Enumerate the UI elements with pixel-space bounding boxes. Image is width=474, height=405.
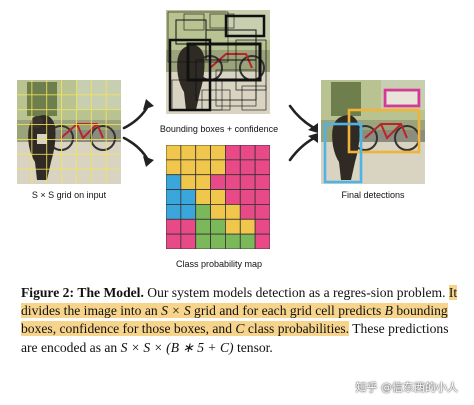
final-detections-panel (321, 80, 425, 184)
class-map-cell (225, 189, 241, 205)
class-map-cell (210, 233, 226, 249)
class-map-cell (225, 233, 241, 249)
class-map-cell (239, 204, 256, 220)
class-map-cell (239, 233, 256, 249)
figure-label: Figure 2: (21, 285, 74, 300)
caption-math-4: S × S × (B ∗ 5 + C) (120, 339, 234, 355)
class-map-cell (210, 189, 226, 205)
class-map-cell (180, 233, 197, 249)
input-caption: S × S grid on input (31, 190, 107, 200)
class-map-cell (210, 218, 226, 235)
flow-arrows (122, 99, 318, 167)
class-map-cell (166, 159, 182, 176)
watermark: 知乎 @信东西的小人 (353, 379, 460, 395)
class-map-cell (225, 204, 241, 220)
arrowhead-2 (143, 156, 154, 167)
class-map-cell (254, 233, 270, 249)
class-map-cell (180, 145, 197, 161)
class-map-cell (225, 145, 241, 161)
class-map-cell (195, 233, 211, 249)
arrow-boxes-to-final (288, 104, 316, 130)
class-map-cell (254, 218, 270, 235)
caption-math-1: S × S (161, 303, 191, 319)
class-map-cell (239, 189, 256, 205)
class-map-cell (195, 189, 211, 205)
boxes-image-panel (166, 10, 270, 114)
final-caption: Final detections (341, 190, 405, 200)
class-map-cell (166, 204, 182, 220)
class-map-cell (225, 218, 241, 235)
class-map-cell (195, 218, 211, 235)
detection-bicycle-box (347, 108, 421, 154)
detection-car-box (383, 88, 421, 108)
figure-caption: Figure 2: The Model. Our system models d… (21, 284, 459, 357)
boxes-image-graphic (166, 10, 270, 114)
class-map-cell (239, 174, 256, 190)
class-map-cell (210, 145, 226, 161)
class-map-cell (254, 145, 270, 161)
arrowhead-1 (143, 99, 154, 110)
class-map-cell (225, 159, 241, 176)
class-map-cell (254, 204, 270, 220)
class-map-cell (210, 174, 226, 190)
final-detections-graphic (321, 80, 425, 184)
input-image-panel (17, 80, 121, 184)
caption-highlight-2: grid and for each grid cell predicts (190, 303, 385, 319)
detection-dog-box (323, 122, 363, 184)
caption-math-2: B (384, 303, 393, 319)
class-map-cell (195, 204, 211, 220)
class-map-cell (225, 174, 241, 190)
class-map-cell (180, 204, 197, 220)
figure-title: The Model. (77, 285, 144, 300)
class-map-cell (166, 189, 182, 205)
caption-text-2: These predictions are encoded as an (21, 321, 449, 355)
class-map-cell (180, 159, 197, 176)
class-map-cell (239, 218, 256, 235)
class-map-cell (180, 218, 197, 235)
class-map-cell (254, 174, 270, 190)
boxes-caption: Bounding boxes + confidence (159, 124, 279, 134)
class-map-panel (166, 145, 270, 249)
arrowhead-3 (308, 123, 318, 133)
class-map-cell (254, 189, 270, 205)
caption-text-3: tensor. (233, 339, 273, 355)
class-map-cell (239, 159, 256, 176)
caption-text-1: Our system models detection as a regres-… (143, 285, 449, 300)
class-map-cell (180, 189, 197, 205)
class-map-cell (195, 145, 211, 161)
class-probability-grid (166, 145, 270, 249)
class-map-cell (195, 174, 211, 190)
class-map-cell (254, 159, 270, 176)
class-map-cell (180, 174, 197, 190)
class-map-cell (210, 204, 226, 220)
class-map-cell (166, 174, 182, 190)
caption-highlight-4: class probabilities. (244, 321, 350, 337)
input-image-graphic (17, 80, 121, 184)
class-map-cell (166, 145, 182, 161)
class-map-cell (239, 145, 256, 161)
class-map-cell (166, 233, 182, 249)
arrow-classmap-to-final (288, 136, 316, 162)
class-map-cell (195, 159, 211, 176)
caption-math-3: C (235, 321, 245, 337)
class-map-cell (166, 218, 182, 235)
arrowhead-4 (308, 133, 318, 143)
class-map-cell (210, 159, 226, 176)
class-map-caption: Class probability map (175, 259, 263, 269)
